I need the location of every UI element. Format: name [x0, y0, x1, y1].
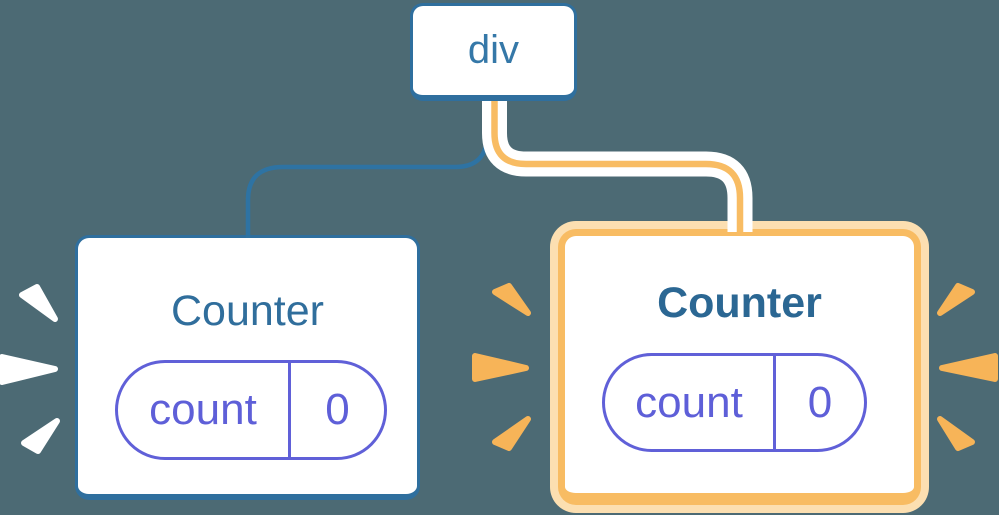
spark-group-left-white	[0, 284, 60, 454]
spark-group-right-inner-orange	[472, 283, 531, 451]
state-value-label: 0	[807, 377, 833, 427]
state-pill: count 0	[602, 353, 867, 452]
spark-icon	[492, 416, 531, 451]
state-key-label: count	[118, 363, 291, 457]
counter-node-right-highlighted: Counter count 0	[550, 221, 929, 513]
counter-title: Counter	[657, 279, 822, 327]
root-node-div: div	[410, 3, 577, 101]
state-pill: count 0	[115, 360, 387, 460]
spark-icon	[492, 283, 531, 316]
root-node-label: div	[467, 28, 520, 72]
counter-title: Counter	[171, 287, 324, 335]
spark-icon	[21, 418, 60, 454]
counter-node-left: Counter count 0	[75, 235, 420, 500]
spark-icon	[939, 353, 998, 382]
tree-edge-left-connector	[245, 100, 490, 238]
state-value-label: 0	[325, 385, 350, 434]
tree-edge-right-connector	[491, 101, 744, 232]
spark-icon	[19, 284, 58, 322]
spark-icon	[0, 354, 58, 385]
spark-group-right-outer-orange	[937, 283, 998, 451]
spark-icon	[937, 283, 975, 316]
spark-icon	[472, 353, 529, 382]
tree-edge-right-halo	[482, 101, 753, 232]
spark-icon	[937, 416, 975, 451]
state-key-label: count	[605, 356, 776, 449]
